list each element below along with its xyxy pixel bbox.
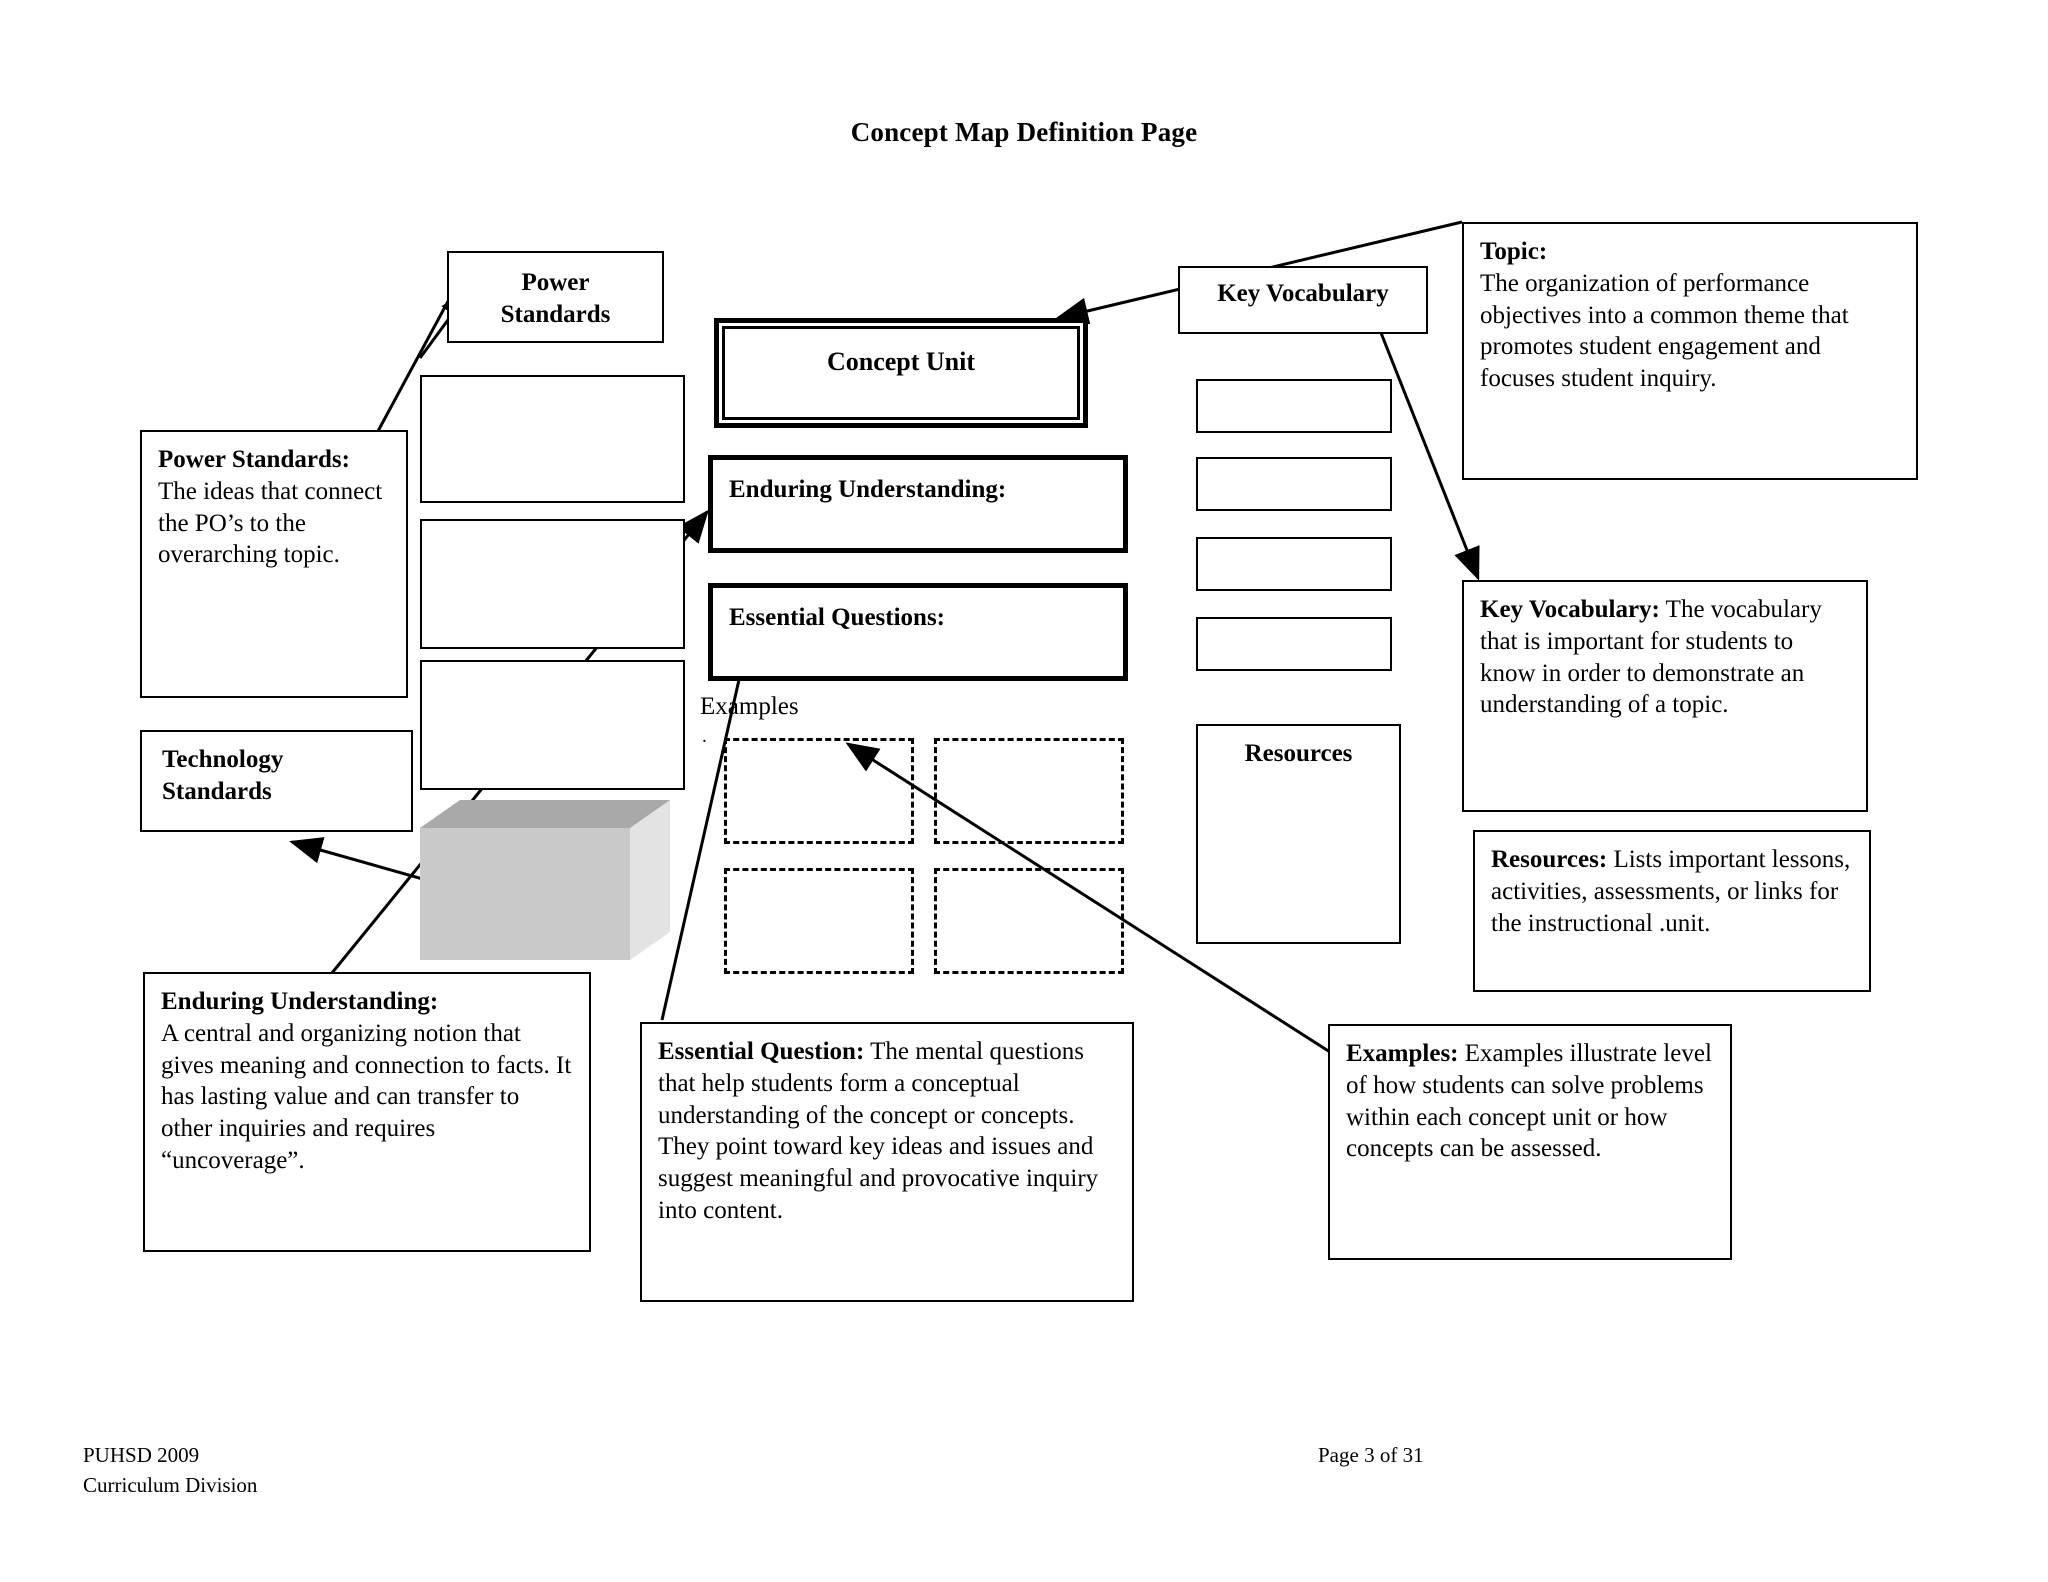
examples-label: Examples	[700, 693, 799, 720]
power-standards-box[interactable]: Power Standards	[447, 251, 664, 343]
power-standards-definition-text: Power Standards: The ideas that connect …	[142, 432, 406, 579]
footer-org-line: PUHSD 2009	[83, 1443, 200, 1467]
topic-definition-body: The organization of performance objectiv…	[1480, 269, 1849, 392]
concept-unit-label: Concept Unit	[826, 347, 976, 376]
resources-box-label: Resources	[1244, 740, 1353, 767]
enduring-understanding-box[interactable]: Enduring Understanding:	[708, 455, 1128, 553]
key-vocabulary-definition-box: Key Vocabulary: The vocabulary that is i…	[1462, 580, 1868, 812]
examples-definition-body: Examples illustrate level of how student…	[1346, 1040, 1712, 1163]
topic-definition-text: Topic: The organization of performance o…	[1464, 224, 1916, 403]
essential-question-definition-box: Essential Question: The mental questions…	[640, 1022, 1134, 1302]
essential-question-definition-term: Essential Question:	[658, 1038, 865, 1065]
examples-definition-text: Examples: Examples illustrate level of h…	[1330, 1026, 1730, 1173]
enduring-understanding-definition-body: A central and organizing notion that giv…	[161, 1019, 572, 1174]
resources-box[interactable]: Resources	[1196, 724, 1401, 944]
concept-unit-3d-block-icon	[420, 800, 670, 960]
technology-standards-box-label: Technology Standards	[162, 746, 284, 805]
standard-slot-2[interactable]	[420, 519, 685, 649]
key-vocabulary-definition-text: Key Vocabulary: The vocabulary that is i…	[1464, 582, 1866, 729]
power-standards-definition-box: Power Standards: The ideas that connect …	[140, 430, 408, 698]
essential-questions-box[interactable]: Essential Questions:	[708, 583, 1128, 681]
example-slot-2[interactable]	[934, 738, 1124, 844]
topic-definition-term: Topic:	[1480, 238, 1548, 265]
enduring-understanding-definition-text: Enduring Understanding: A central and or…	[145, 974, 589, 1185]
concept-unit-inner-frame: Concept Unit	[722, 326, 1080, 420]
standard-slot-3[interactable]	[420, 660, 685, 790]
vocabulary-slot-3[interactable]	[1196, 537, 1392, 591]
key-vocabulary-box[interactable]: Key Vocabulary	[1178, 266, 1428, 334]
example-slot-3[interactable]	[724, 868, 914, 974]
examples-bullet: .	[702, 726, 707, 747]
resources-definition-body: Lists important lessons, activities, ass…	[1491, 846, 1851, 937]
essential-questions-box-label: Essential Questions:	[729, 604, 946, 631]
power-standards-definition-term: Power Standards:	[158, 446, 350, 473]
key-vocabulary-definition-body: The vocabulary that is important for stu…	[1480, 596, 1822, 719]
vocabulary-slot-4[interactable]	[1196, 617, 1392, 671]
power-standards-box-label: Power Standards	[500, 269, 611, 328]
resources-definition-term: Resources:	[1491, 846, 1608, 873]
footer-division-line: Curriculum Division	[83, 1473, 258, 1498]
example-slot-1[interactable]	[724, 738, 914, 844]
footer-org: PUHSD 2009 Curriculum Division	[83, 1440, 257, 1501]
enduring-understanding-definition-box: Enduring Understanding: A central and or…	[143, 972, 591, 1252]
essential-question-definition-body: The mental questions that help students …	[658, 1038, 1099, 1224]
enduring-understanding-box-label: Enduring Understanding:	[729, 476, 1007, 503]
technology-standards-box[interactable]: Technology Standards	[140, 730, 413, 832]
example-slot-4[interactable]	[934, 868, 1124, 974]
examples-definition-box: Examples: Examples illustrate level of h…	[1328, 1024, 1732, 1260]
power-standards-definition-body: The ideas that connect the PO’s to the o…	[158, 477, 383, 569]
resources-definition-box: Resources: Lists important lessons, acti…	[1473, 830, 1871, 992]
essential-question-definition-text: Essential Question: The mental questions…	[642, 1024, 1132, 1235]
vocabulary-slot-1[interactable]	[1196, 379, 1392, 433]
footer-page-number: Page 3 of 31	[1318, 1443, 1424, 1467]
page-title: Concept Map Definition Page	[850, 117, 1198, 147]
enduring-understanding-definition-term: Enduring Understanding:	[161, 988, 439, 1015]
key-vocabulary-box-label: Key Vocabulary	[1217, 280, 1389, 307]
resources-definition-text: Resources: Lists important lessons, acti…	[1475, 832, 1869, 947]
topic-definition-box: Topic: The organization of performance o…	[1462, 222, 1918, 480]
vocabulary-slot-2[interactable]	[1196, 457, 1392, 511]
key-vocabulary-definition-term: Key Vocabulary:	[1480, 596, 1660, 623]
examples-definition-term: Examples:	[1346, 1040, 1459, 1067]
concept-unit-box[interactable]: Concept Unit	[714, 318, 1088, 428]
standard-slot-1[interactable]	[420, 375, 685, 503]
